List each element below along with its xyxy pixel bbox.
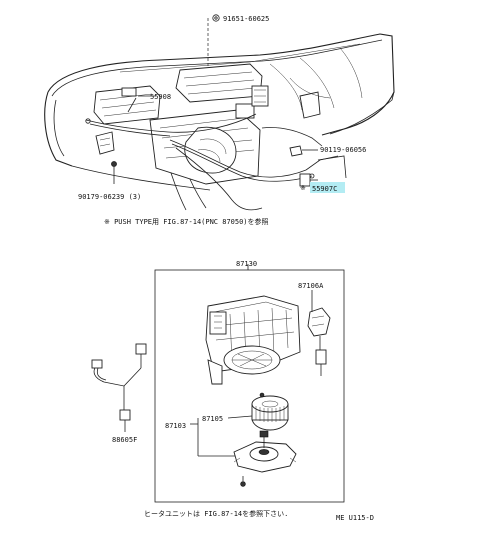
wire-harness — [91, 343, 147, 432]
label-88605f: 88605F — [112, 436, 137, 444]
diagram-code: ME U115-D — [336, 514, 374, 522]
blower-assembly — [91, 264, 345, 503]
label-star: ※ — [300, 184, 306, 192]
label-87105: 87105 — [202, 415, 223, 423]
top-labels: 91651-60625 55908 90119-06056 ※ 55907C 9… — [78, 15, 366, 226]
label-55907c: 55907C — [312, 185, 337, 193]
label-90179: 90179-06239 (3) — [78, 193, 141, 201]
label-87106a: 87106A — [298, 282, 324, 290]
bolt-icon — [212, 14, 220, 22]
label-55908: 55908 — [150, 93, 171, 101]
nut-icon — [259, 392, 265, 398]
fan-wheel — [251, 395, 289, 431]
highlight-box — [310, 182, 345, 193]
screw-icon — [111, 161, 117, 167]
label-87103: 87103 — [165, 422, 186, 430]
label-90119: 90119-06056 — [320, 146, 366, 154]
push-type-note: ※ PUSH TYPE用 FIG.87-14(PNC 87050)を参照 — [104, 217, 269, 226]
label-87130: 87130 — [236, 260, 257, 268]
label-91651: 91651-60625 — [223, 15, 269, 23]
heater-note: ヒータユニットは FIG.87-14を参照下さい. — [144, 509, 288, 518]
screw-icon-bottom — [240, 481, 246, 487]
blower-motor — [233, 430, 297, 473]
dashboard-assembly — [44, 14, 395, 211]
bottom-labels: 87130 87106A 88605F 87103 87105 ヒータユニットは… — [112, 260, 374, 522]
